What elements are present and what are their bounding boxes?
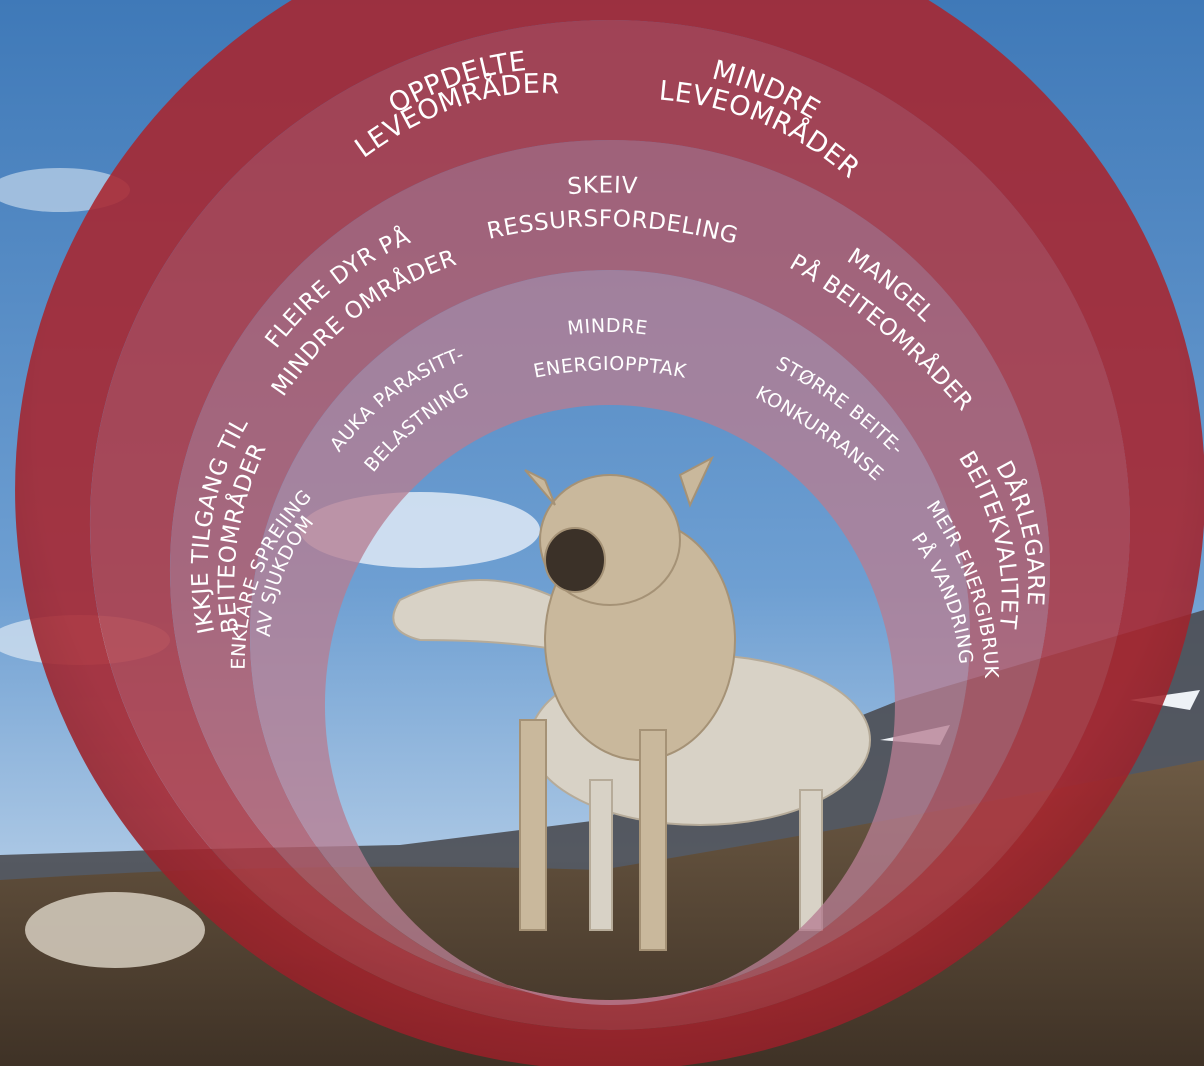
reindeer-resting — [25, 892, 205, 968]
svg-text:SKEIV: SKEIV — [566, 172, 638, 200]
label-mindre-energiopptak: MINDRE ENERGIOPPTAK — [532, 315, 688, 383]
reindeer-calf-front — [519, 455, 736, 951]
label-line: SKEIV — [566, 172, 637, 200]
ring-shading — [15, 0, 1204, 1066]
label-line: MINDRE — [566, 315, 648, 340]
svg-text:MINDRE: MINDRE — [566, 315, 649, 340]
